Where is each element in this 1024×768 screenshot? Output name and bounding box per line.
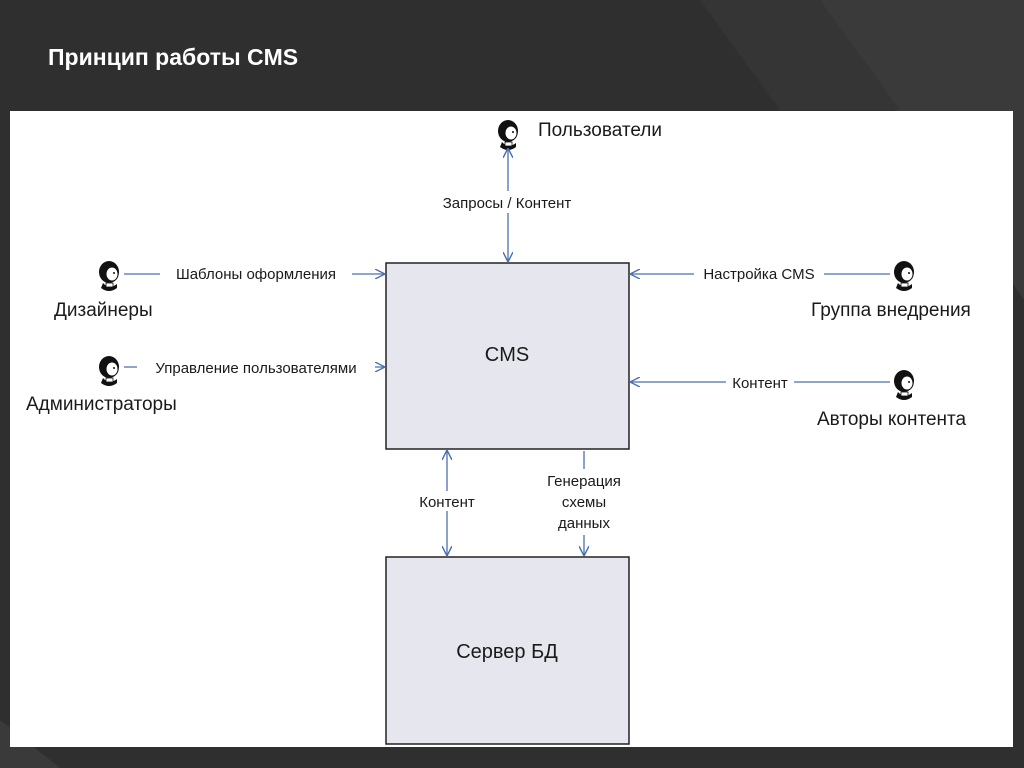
users-label: Пользователи — [538, 120, 662, 141]
cms-db-content-label: Контент — [419, 494, 475, 511]
slide-title: Принцип работы CMS — [48, 44, 299, 70]
cms-diagram: CMS Сервер БД Пользователи Запросы / Кон… — [26, 119, 971, 745]
designers-label: Дизайнеры — [54, 300, 153, 321]
deploy-cms-label: Настройка CMS — [703, 266, 814, 283]
db-server-box-label: Сервер БД — [456, 641, 558, 663]
deploy-group-icon — [893, 260, 915, 292]
cms-box-label: CMS — [485, 344, 529, 366]
admins-icon — [98, 355, 120, 387]
cms-box — [385, 262, 630, 450]
users-cms-label: Запросы / Контент — [443, 195, 572, 212]
users-icon — [497, 119, 519, 151]
authors-cms-label: Контент — [732, 375, 788, 392]
admins-label: Администраторы — [26, 394, 177, 415]
designers-cms-label: Шаблоны оформления — [176, 266, 336, 283]
db-server-box — [385, 556, 630, 745]
diagram-panel: CMS Сервер БД Пользователи Запросы / Кон… — [10, 111, 1013, 747]
cms-db-schema-label-line1: Генерация — [547, 473, 621, 490]
admins-cms-label: Управление пользователями — [155, 360, 356, 377]
cms-db-schema-label-line2: схемы — [562, 494, 606, 511]
designers-icon — [98, 260, 120, 292]
cms-db-schema-label-line3: данных — [558, 515, 610, 532]
deploy-group-label: Группа внедрения — [811, 300, 971, 321]
content-authors-icon — [893, 369, 915, 401]
content-authors-label: Авторы контента — [817, 409, 967, 430]
